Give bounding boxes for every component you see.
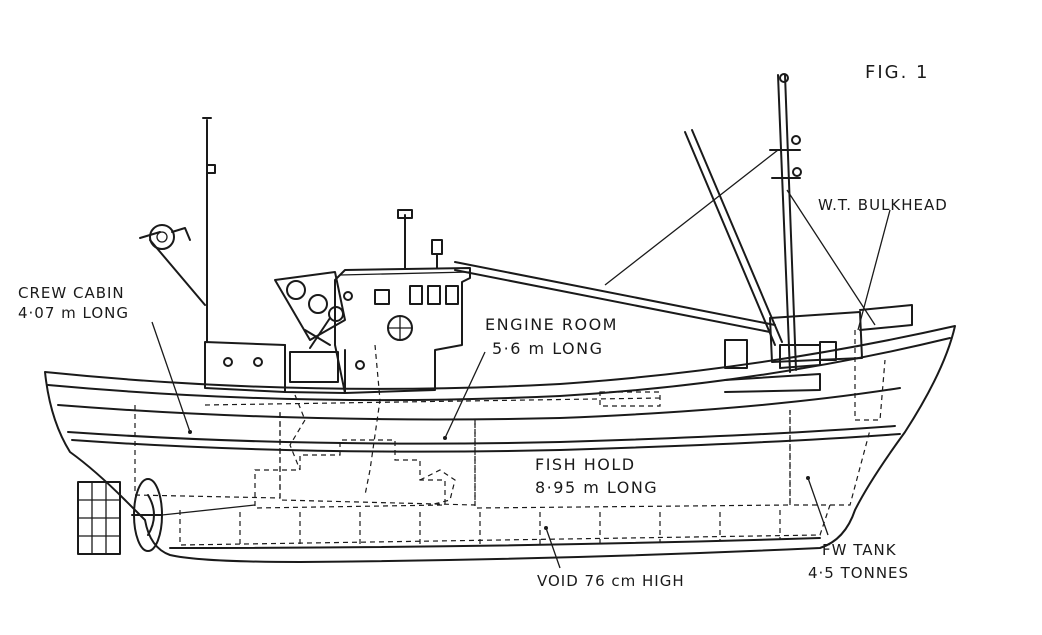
leader-crew-cabin: [151, 321, 191, 433]
crosstree: [769, 149, 801, 179]
aft-mast-light: [206, 164, 216, 174]
wheelhouse-window-4: [374, 289, 390, 305]
bulkhead-dashed: [854, 330, 886, 421]
engine-room-outline: [279, 412, 476, 506]
net-drum-2: [308, 294, 328, 314]
deck-dashed: [204, 391, 661, 407]
hull-outline: [44, 325, 956, 563]
winch-drum: [779, 344, 821, 369]
leader-void: [545, 527, 561, 569]
aft-block: [149, 224, 175, 250]
engine-block: [254, 439, 446, 509]
exhaust-pipe: [364, 344, 381, 496]
gearbox: [419, 469, 456, 506]
crew-cabin-outline: [134, 405, 281, 499]
propeller-hub: [131, 494, 163, 536]
mast-light-2: [792, 167, 802, 177]
net-drum-1: [286, 280, 306, 300]
deck-locker-1: [724, 339, 748, 369]
leader-crew-cabin-dot: [188, 430, 192, 434]
fore-casing: [859, 304, 913, 331]
deckhouse: [204, 209, 471, 394]
fw-tank-outline: [789, 410, 871, 506]
void-outline: [179, 504, 831, 546]
leader-lines: [151, 209, 891, 569]
main-wire: [454, 261, 776, 326]
leader-wt-bulkhead: [857, 209, 891, 331]
labels: FIG. 1 CREW CABIN 4·07 m LONG ENGINE ROO…: [18, 62, 948, 590]
net-drum-frame: [274, 271, 346, 341]
hull: [44, 325, 956, 563]
wheelhouse-window-2: [427, 285, 441, 305]
forward-casing: [284, 344, 346, 394]
fore-stay: [604, 149, 779, 286]
engine-pipework: [289, 394, 306, 471]
foremast-pole-2: [784, 74, 797, 371]
crew-cabin-label: CREW CABIN: [18, 284, 125, 302]
crew-cabin-length: 4·07 m LONG: [18, 304, 129, 322]
porthole-2: [253, 357, 263, 367]
aft-mast: [139, 117, 216, 343]
wheelhouse-roof: [339, 271, 471, 276]
leader-fw-tank: [807, 477, 829, 536]
wheelhouse-window-1: [409, 285, 423, 305]
leader-engine-room-dot: [443, 436, 447, 440]
radar-scanner: [397, 209, 413, 219]
belting: [71, 433, 901, 453]
propeller-rudder: [77, 478, 256, 555]
void-label: VOID 76 cm HIGH: [537, 572, 685, 590]
aerial-box: [431, 239, 443, 255]
leader-void-dot: [544, 526, 548, 530]
fw-tank-capacity: 4·5 TONNES: [808, 564, 909, 582]
winch-legs: [304, 317, 331, 349]
casing-door: [289, 351, 339, 383]
aft-stay: [786, 189, 876, 326]
aft-block-wire: [171, 227, 191, 241]
fw-tank-label: FW TANK: [822, 541, 897, 559]
prop-shaft: [161, 504, 256, 516]
fish-hold-length: 8·95 m LONG: [535, 478, 658, 497]
foremast: [454, 73, 913, 393]
net-drum-3: [328, 306, 344, 322]
fore-bulwark-step: [724, 373, 821, 393]
derrick-boom: [684, 131, 776, 346]
leader-engine-room: [444, 351, 486, 439]
aft-block-centre: [156, 231, 168, 243]
foremast-pole: [777, 74, 791, 373]
internal-compartments: [134, 330, 886, 546]
ships-wheel-spokes: [388, 316, 412, 340]
wt-bulkhead-label: W.T. BULKHEAD: [818, 196, 948, 214]
wheelhouse: [334, 267, 471, 394]
leader-fw-tank-dot: [806, 476, 810, 480]
porthole-3: [355, 360, 365, 370]
main-wire-2: [454, 269, 771, 333]
fish-hold-label: FISH HOLD: [535, 455, 636, 474]
keel-line: [169, 537, 821, 549]
rubbing-strake-upper: [57, 387, 901, 421]
fore-winch-house: [769, 311, 863, 363]
figure-label: FIG. 1: [865, 62, 930, 83]
wheelhouse-window-3: [445, 285, 459, 305]
porthole-1: [223, 357, 233, 367]
mast-light-1: [791, 135, 801, 145]
derrick-boom-2: [691, 129, 783, 343]
engine-room-label: ENGINE ROOM: [485, 315, 618, 334]
wheelhouse-porthole: [343, 291, 353, 301]
rubbing-strake-lower: [67, 425, 896, 445]
engine-room-length: 5·6 m LONG: [492, 339, 604, 358]
rudder-grid: [78, 482, 120, 554]
masthead-light: [779, 73, 789, 83]
engine: [254, 344, 456, 509]
